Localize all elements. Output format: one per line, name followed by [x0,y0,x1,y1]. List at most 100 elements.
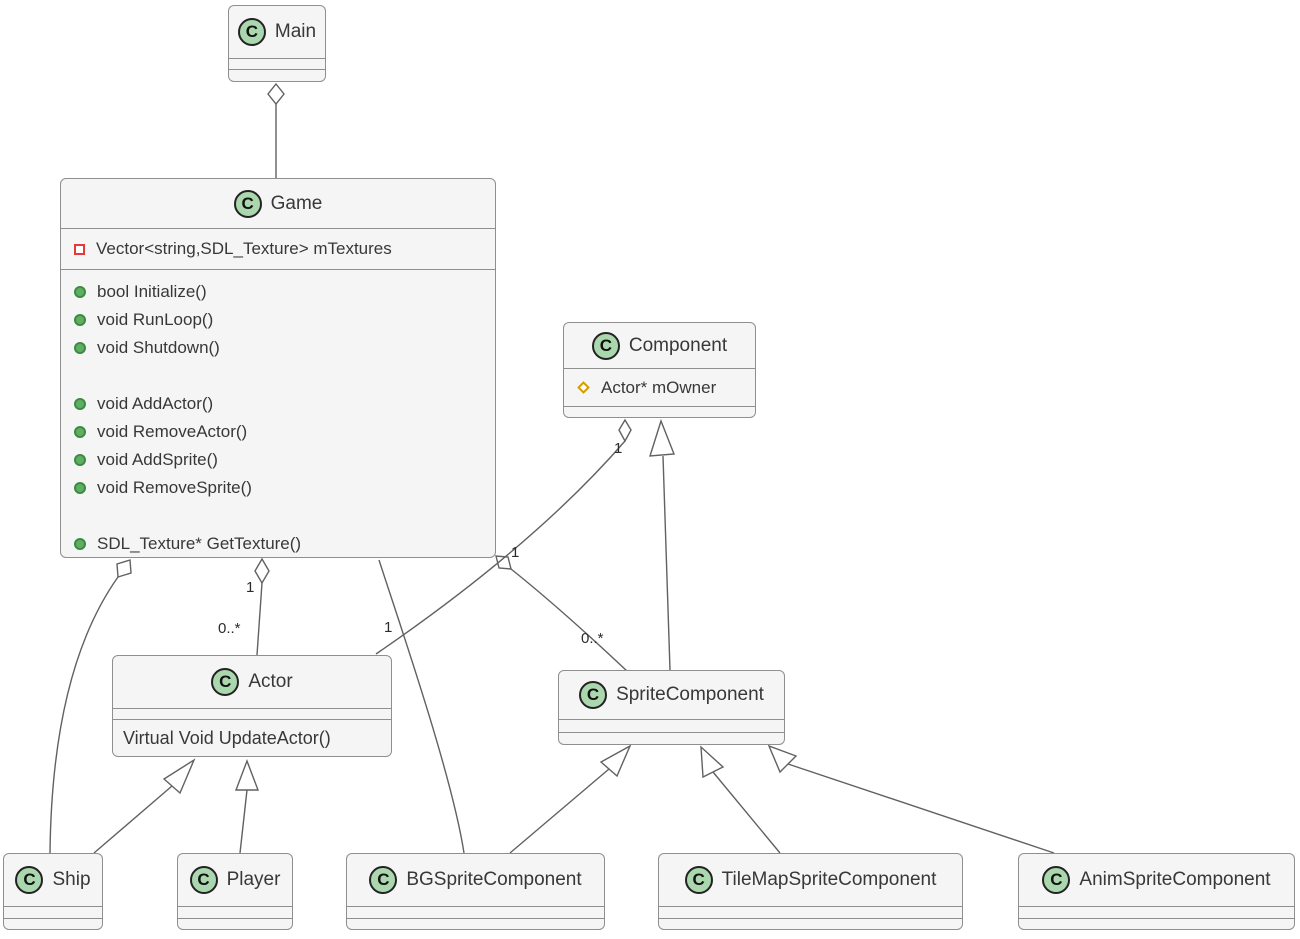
class-node-bgspritecomponent[interactable]: C BGSpriteComponent [346,853,605,930]
class-title: C AnimSpriteComponent [1019,854,1294,906]
class-icon: C [189,866,218,894]
class-node-player[interactable]: C Player [177,853,293,930]
protected-field-icon [577,381,590,394]
public-method-icon [74,314,86,326]
class-name: Game [270,192,323,214]
method-row: void Shutdown() [61,334,495,362]
empty-section [1019,918,1294,929]
edge-main-game [267,82,285,178]
edge-sprite-component [649,418,675,671]
class-title: C Game [61,179,495,228]
method-row: bool Initialize() [61,278,495,306]
aggregation-diamond [254,557,270,585]
aggregation-diamond [267,82,285,106]
class-name: AnimSpriteComponent [1079,869,1271,890]
class-node-ship[interactable]: C Ship [3,853,103,930]
class-icon: C [591,331,620,360]
method-row: void RemoveActor() [61,418,495,446]
public-method-icon [74,538,86,550]
inheritance-triangle [162,758,196,795]
class-name: TileMapSpriteComponent [721,869,937,890]
empty-section [229,69,325,82]
attribute-row: Actor* mOwner [564,368,755,406]
class-node-actor[interactable]: C Actor Virtual Void UpdateActor() [112,655,392,757]
edge-bg-sprite [509,744,632,854]
edge-game-actor [254,557,270,656]
class-name: Main [274,21,317,42]
attribute-text: Vector<string,SDL_Texture> mTextures [96,239,392,258]
attribute-row: Vector<string,SDL_Texture> mTextures [61,228,495,269]
class-node-main[interactable]: C Main [228,5,326,82]
class-name: SpriteComponent [616,684,764,705]
empty-section [559,719,784,732]
class-node-component[interactable]: C Component Actor* mOwner [563,322,756,418]
multiplicity-label: 0..* [218,620,241,637]
empty-section [178,906,292,918]
edge-component-actor [375,418,632,655]
method-row: Virtual Void UpdateActor() [113,719,391,756]
class-title: C Actor [113,656,391,708]
class-node-spritecomponent[interactable]: C SpriteComponent [558,670,785,745]
public-method-icon [74,482,86,494]
class-icon: C [369,866,398,894]
class-icon: C [684,866,713,894]
empty-section [4,906,102,918]
method-row: SDL_Texture* GetTexture() [61,530,495,558]
aggregation-diamond [618,418,632,443]
edge-anim-sprite [767,744,1055,854]
empty-section [659,918,962,929]
class-title: C Player [178,854,292,906]
method-text: bool Initialize() [97,282,207,301]
empty-section [347,918,604,929]
class-node-game[interactable]: C Game Vector<string,SDL_Texture> mTextu… [60,178,496,558]
edge-ship-actor [93,758,196,854]
multiplicity-label: 1 [246,579,255,596]
method-text: void RunLoop() [97,310,214,329]
edge-tilemap-sprite [700,745,781,854]
inheritance-triangle [700,745,725,779]
method-text: Virtual Void UpdateActor() [123,727,331,748]
method-row: void RunLoop() [61,306,495,334]
method-text: void Shutdown() [97,338,220,357]
edge-game-bg [378,559,465,854]
multiplicity-label: 1 [511,544,520,561]
inheritance-triangle [649,418,675,457]
class-icon: C [1042,866,1071,894]
class-title: C Main [229,6,325,58]
method-text: void AddActor() [97,394,214,413]
public-method-icon [74,286,86,298]
edge-game-sprite [495,555,629,673]
class-node-animspritecomponent[interactable]: C AnimSpriteComponent [1018,853,1295,930]
empty-section [4,918,102,929]
aggregation-diamond [116,559,132,578]
method-row: void AddActor() [61,390,495,418]
class-name: Actor [248,671,293,692]
public-method-icon [74,426,86,438]
multiplicity-label: 0..* [581,630,604,647]
attribute-text: Actor* mOwner [601,377,717,397]
public-method-icon [74,342,86,354]
public-method-icon [74,398,86,410]
empty-section [178,918,292,929]
inheritance-triangle [767,744,798,774]
empty-section [564,406,755,417]
public-method-icon [74,454,86,466]
method-row-blank [61,362,495,390]
empty-section [229,58,325,69]
aggregation-diamond [495,555,512,570]
inheritance-triangle [234,759,260,791]
empty-section [659,906,962,918]
class-name: BGSpriteComponent [406,869,582,890]
empty-section [347,906,604,918]
method-text: SDL_Texture* GetTexture() [97,534,302,553]
class-name: Player [226,869,281,890]
class-icon: C [579,681,608,709]
method-text: void AddSprite() [97,450,218,469]
class-title: C TileMapSpriteComponent [659,854,962,906]
class-icon: C [233,189,262,218]
class-title: C Component [564,323,755,368]
class-node-tilemapspritecomponent[interactable]: C TileMapSpriteComponent [658,853,963,930]
class-icon: C [211,668,240,696]
empty-section [559,732,784,744]
